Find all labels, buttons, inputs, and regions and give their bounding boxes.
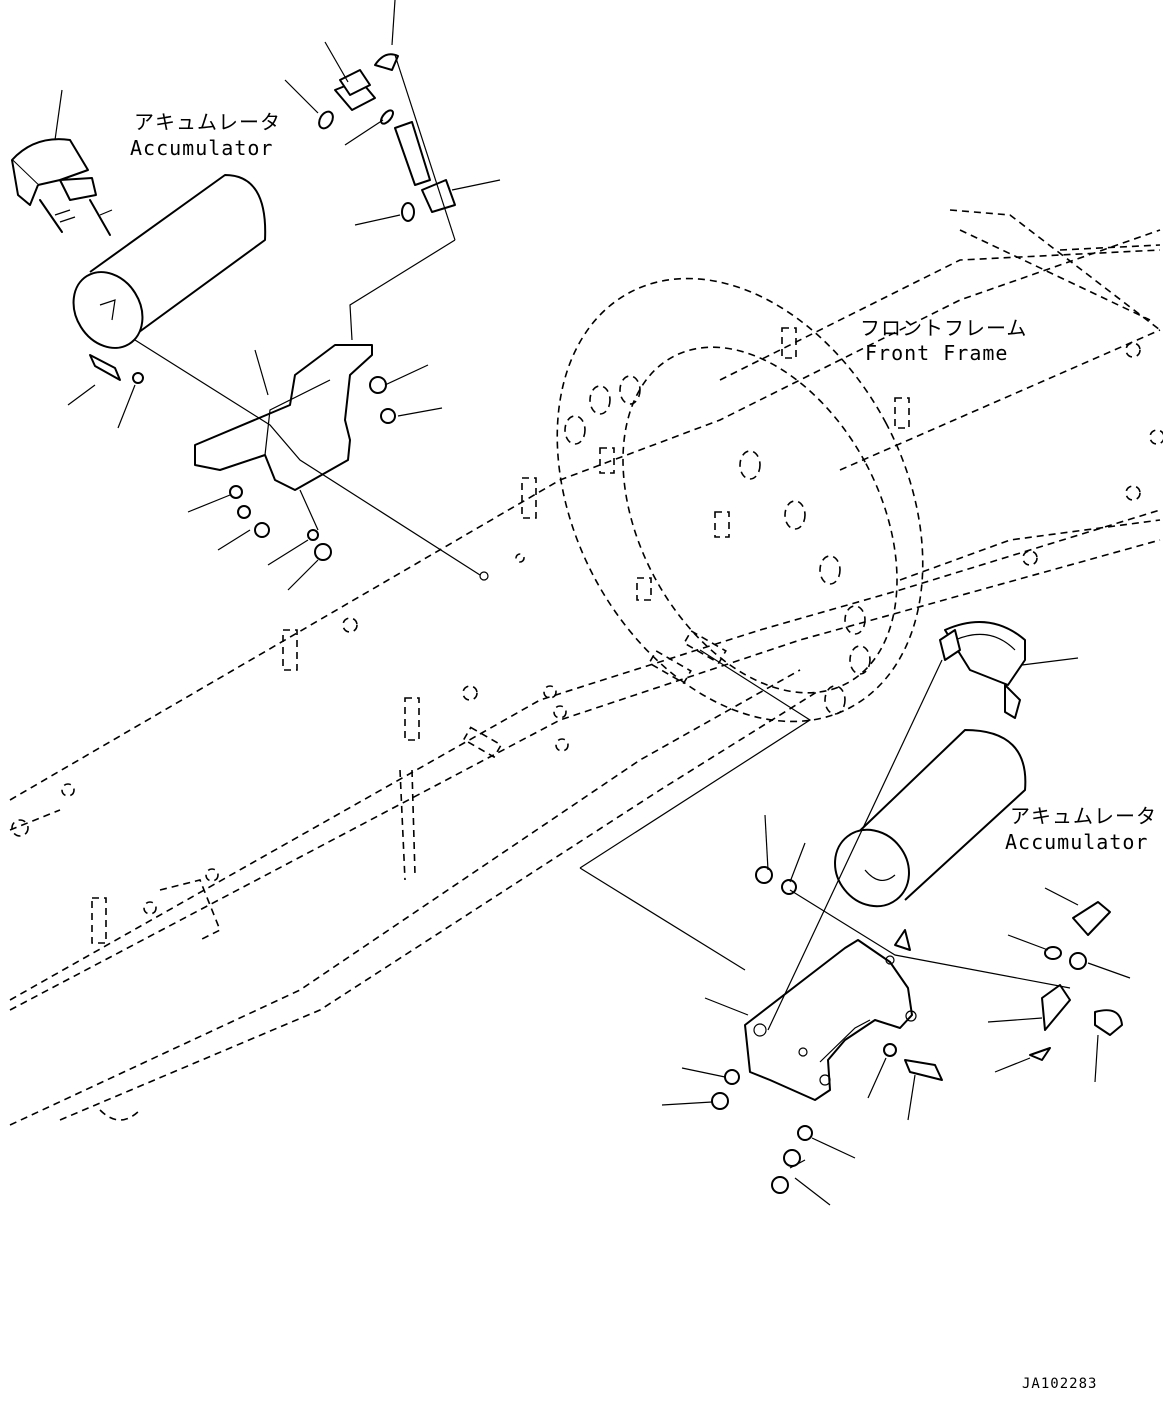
band-clamp-top [11,138,113,236]
accumulator-bottom-label-jp: アキュムレータ [1010,804,1157,828]
accumulator-top-label-en: Accumulator [130,136,274,160]
fittings-bottom [1029,901,1123,1061]
front-frame-outline [9,209,1163,1126]
front-frame-label-jp: フロントフレーム [860,316,1028,340]
drawing-code: JA102283 [1022,1376,1098,1392]
band-clamp-bottom [939,621,1026,719]
leader-lines-bottom [579,649,1131,1206]
leader-lines-top [54,0,501,591]
accumulator-top [72,174,267,349]
accumulator-bottom [834,729,1027,908]
mounting-bracket-top [89,344,489,581]
accumulator-top-label-jp: アキュムレータ [134,110,281,134]
mounting-bracket-bottom [711,866,943,1194]
fittings-top [318,53,456,341]
front-frame-label-en: Front Frame [865,341,1009,365]
accumulator-bottom-label-en: Accumulator [1005,830,1149,854]
